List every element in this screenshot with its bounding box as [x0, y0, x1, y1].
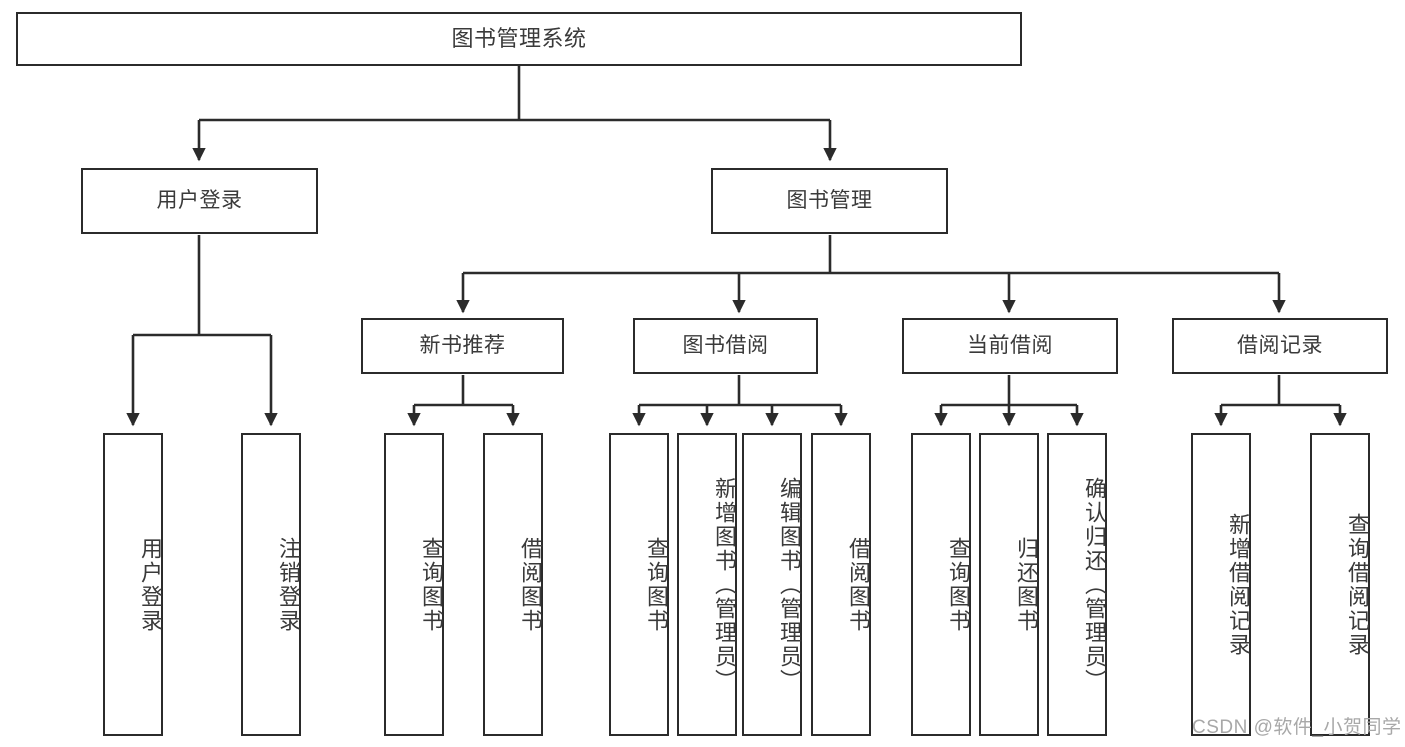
node-label: 归还图书	[1014, 536, 1039, 633]
node-label: 新书推荐	[419, 333, 506, 357]
leaf-user-login-1[interactable]: 注销登录	[241, 433, 301, 736]
node-user-login[interactable]: 用户登录	[81, 168, 318, 234]
node-label: 图书管理	[786, 188, 873, 212]
leaf-borrow-records-0[interactable]: 新增借阅记录	[1191, 433, 1251, 736]
leaf-borrow-records-1[interactable]: 查询借阅记录	[1310, 433, 1370, 736]
node-label: 用户登录	[156, 188, 243, 212]
node-label: 编辑图书（管理员）	[777, 476, 802, 693]
node-label: 图书借阅	[682, 333, 769, 357]
leaf-book-borrow-0[interactable]: 查询图书	[609, 433, 669, 736]
node-label: 注销登录	[276, 536, 301, 633]
node-label: 查询图书	[419, 536, 444, 633]
leaf-book-borrow-1[interactable]: 新增图书（管理员）	[677, 433, 737, 736]
leaf-current-borrow-2[interactable]: 确认归还（管理员）	[1047, 433, 1107, 736]
leaf-book-borrow-2[interactable]: 编辑图书（管理员）	[742, 433, 802, 736]
node-label: 借阅记录	[1237, 333, 1323, 357]
node-label: 确认归还（管理员）	[1082, 476, 1107, 693]
csdn-watermark: CSDN @软件_小贺同学	[1192, 717, 1402, 738]
leaf-user-login-0[interactable]: 用户登录	[103, 433, 163, 736]
node-label: 图书管理系统	[451, 26, 587, 52]
node-label: 查询图书	[644, 536, 669, 633]
node-label: 新增借阅记录	[1226, 512, 1251, 657]
node-label: 借阅图书	[846, 536, 871, 633]
node-label: 当前借阅	[967, 333, 1053, 357]
node-book-borrow[interactable]: 图书借阅	[633, 318, 818, 374]
leaf-book-borrow-3[interactable]: 借阅图书	[811, 433, 871, 736]
leaf-new-book-recommend-1[interactable]: 借阅图书	[483, 433, 543, 736]
node-label: 查询图书	[946, 536, 971, 633]
node-new-book-recommend[interactable]: 新书推荐	[361, 318, 564, 374]
node-root-book-management-system[interactable]: 图书管理系统	[16, 12, 1022, 66]
node-label: 用户登录	[138, 536, 163, 633]
leaf-current-borrow-1[interactable]: 归还图书	[979, 433, 1039, 736]
node-label: 查询借阅记录	[1345, 512, 1370, 657]
node-current-borrow[interactable]: 当前借阅	[902, 318, 1118, 374]
node-label: 新增图书（管理员）	[712, 476, 737, 693]
node-borrow-records[interactable]: 借阅记录	[1172, 318, 1388, 374]
node-label: 借阅图书	[518, 536, 543, 633]
leaf-current-borrow-0[interactable]: 查询图书	[911, 433, 971, 736]
leaf-new-book-recommend-0[interactable]: 查询图书	[384, 433, 444, 736]
node-book-management[interactable]: 图书管理	[711, 168, 948, 234]
